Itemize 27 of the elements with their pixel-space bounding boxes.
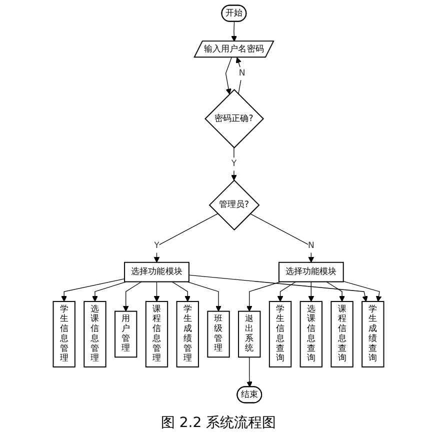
arrow	[188, 274, 368, 302]
arrow	[154, 281, 160, 302]
figure-caption: 图 2.2 系统流程图	[160, 414, 276, 432]
arrow	[326, 281, 345, 302]
arrow	[246, 281, 281, 312]
arrow	[122, 281, 142, 312]
arrow	[231, 21, 237, 42]
arrow	[154, 213, 218, 263]
node-diamond: 管理员?	[208, 180, 260, 231]
node-diamond: 密码正确?	[204, 89, 264, 148]
arrow	[308, 281, 314, 302]
edge-label: N	[308, 241, 314, 251]
arrow	[225, 57, 232, 94]
arrow	[61, 278, 125, 302]
arrow	[92, 281, 126, 302]
arrow	[250, 213, 314, 263]
arrow	[187, 281, 222, 312]
arrow	[172, 281, 190, 302]
arrow	[246, 356, 252, 388]
arrow	[343, 280, 382, 302]
edge-label: N	[238, 68, 246, 78]
arrow	[231, 147, 237, 181]
arrow	[277, 281, 296, 302]
node-box: 选择功能模块	[278, 262, 344, 282]
edge-label: Y	[154, 241, 160, 251]
edge-label: Y	[231, 158, 237, 169]
node-box: 选择功能模块	[124, 262, 190, 282]
